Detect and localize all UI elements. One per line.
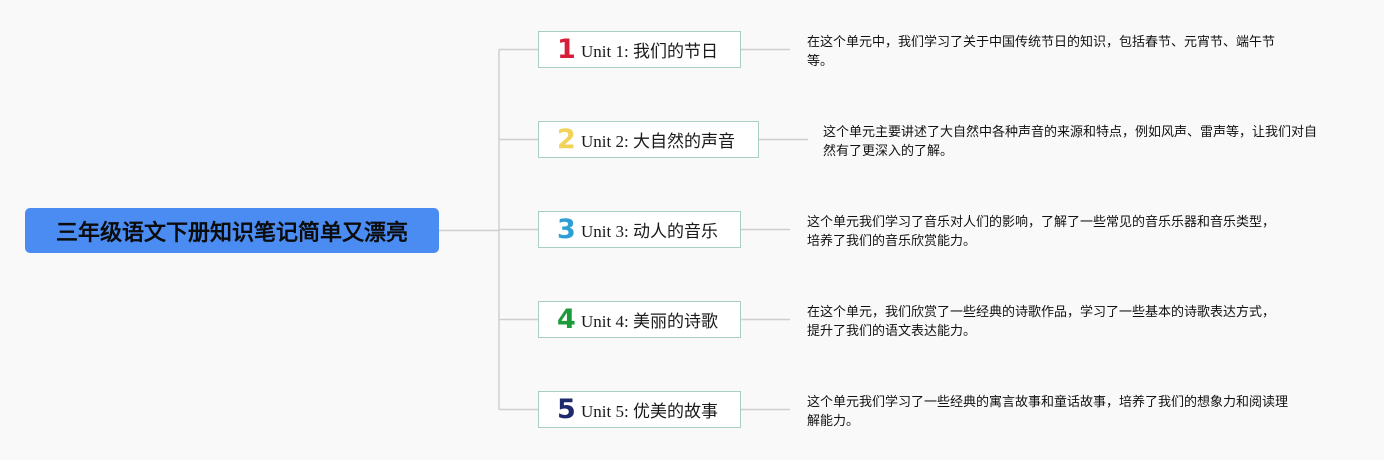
unit-node-2[interactable]: 2 Unit 2: 大自然的声音 [538,121,759,158]
number-four-icon: 4 [557,304,576,335]
unit-node-5[interactable]: 5 Unit 5: 优美的故事 [538,391,741,428]
unit-node-3[interactable]: 3 Unit 3: 动人的音乐 [538,211,741,248]
unit-label: Unit 1: 我们的节日 [581,42,718,61]
unit-description-1: 在这个单元中，我们学习了关于中国传统节日的知识，包括春节、元宵节、端午节等。 [807,35,1276,69]
root-topic[interactable]: 三年级语文下册知识笔记简单又漂亮 [25,208,439,253]
unit-description-3: 这个单元我们学习了音乐对人们的影响，了解了一些常见的音乐乐器和音乐类型，培养了我… [807,215,1276,249]
number-three-icon: 3 [557,214,576,245]
number-two-icon: 2 [557,124,576,155]
unit-label: Unit 4: 美丽的诗歌 [581,312,718,331]
root-title: 三年级语文下册知识笔记简单又漂亮 [55,220,408,246]
unit-label: Unit 2: 大自然的声音 [581,132,735,151]
unit-description-4: 在这个单元，我们欣赏了一些经典的诗歌作品，学习了一些基本的诗歌表达方式，提升了我… [807,305,1276,339]
number-one-icon: 1 [557,34,576,65]
unit-label: Unit 3: 动人的音乐 [581,222,718,241]
unit-node-4[interactable]: 4 Unit 4: 美丽的诗歌 [538,301,741,338]
number-five-icon: 5 [557,394,576,425]
unit-description-5: 这个单元我们学习了一些经典的寓言故事和童话故事，培养了我们的想象力和阅读理解能力… [807,395,1289,429]
unit-label: Unit 5: 优美的故事 [581,402,718,421]
unit-node-1[interactable]: 1 Unit 1: 我们的节日 [538,31,741,68]
unit-description-2: 这个单元主要讲述了大自然中各种声音的来源和特点，例如风声、雷声等，让我们对自然有… [823,125,1318,159]
